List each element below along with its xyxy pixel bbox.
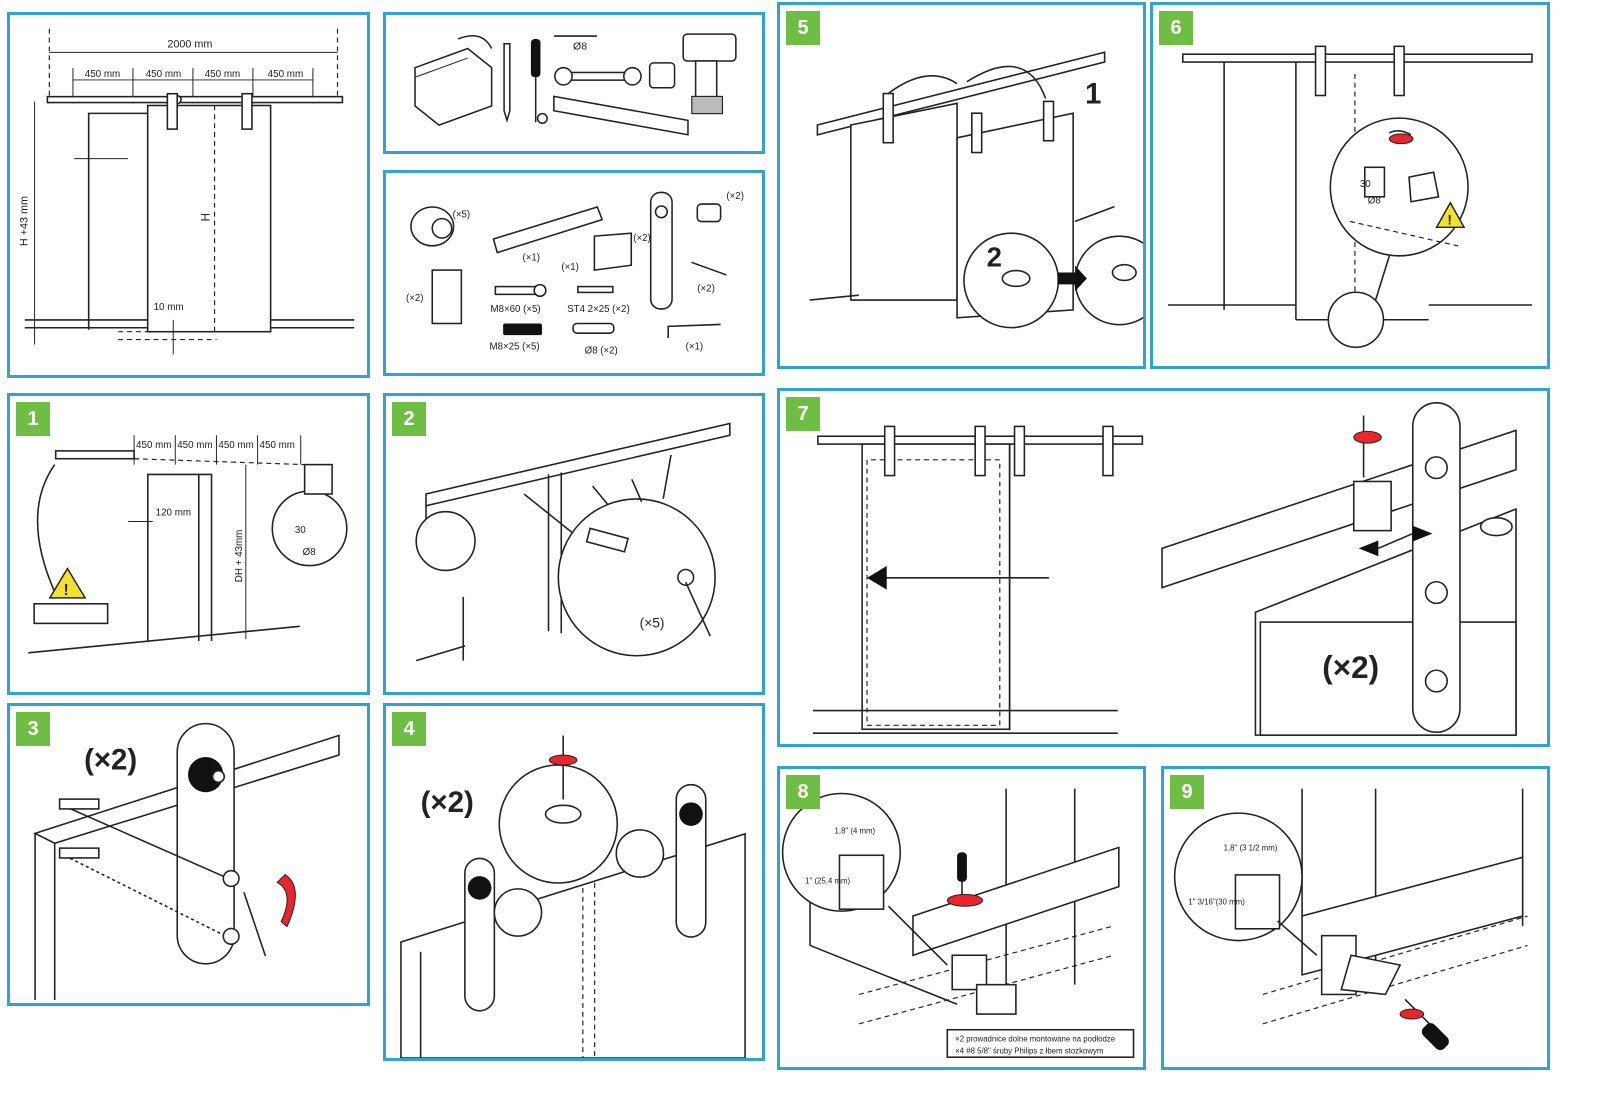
total-width-label: 2000 mm bbox=[167, 38, 212, 50]
anchor-bolt-part bbox=[691, 261, 727, 276]
step-9-badge: 9 bbox=[1170, 775, 1204, 809]
step-3-qty: (×2) bbox=[84, 744, 137, 777]
step-1-spacing-1: 450 mm bbox=[136, 440, 171, 451]
step-2-panel: (×5) 2 bbox=[383, 393, 765, 695]
step-2-qty: (×5) bbox=[640, 615, 665, 630]
step-5-diagram: 1 2 bbox=[809, 51, 1143, 329]
part-qty-4: (×2) bbox=[633, 233, 651, 244]
step-8-diagram: 1,8" (4 mm) 1" (25,4 mm) ×2 prowadnice d… bbox=[781, 788, 1135, 1058]
part-name-plug: Ø8 (×2) bbox=[585, 346, 618, 357]
step-6-diagram: ! 30 Ø8 bbox=[1168, 45, 1533, 349]
svg-text:!: ! bbox=[64, 582, 69, 599]
step-3-diagram: (×2) bbox=[33, 722, 340, 1001]
step-1-depth-label: 30 bbox=[295, 525, 306, 536]
step-9-panel: 1,8" (3 1/2 mm) 1" 3/16"(30 mm) 9 bbox=[1161, 766, 1550, 1070]
step-9-bit1: 1,8" (3 1/2 mm) bbox=[1224, 843, 1278, 852]
part-qty-12: (×1) bbox=[686, 342, 704, 353]
step-5-sub-2: 2 bbox=[987, 242, 1002, 273]
step-2-badge: 2 bbox=[392, 402, 426, 436]
step-1-badge: 1 bbox=[16, 402, 50, 436]
step-4-badge: 4 bbox=[392, 712, 426, 746]
part-qty-6: (×2) bbox=[406, 293, 424, 304]
rail-joiner-part bbox=[492, 206, 604, 254]
step-8-bit1: 1,8" (4 mm) bbox=[835, 827, 876, 836]
wrench-icon bbox=[562, 71, 632, 81]
step-1-spacing-3: 450 mm bbox=[218, 440, 253, 451]
spacer-part bbox=[696, 203, 722, 223]
spacing-label-2: 450 mm bbox=[146, 69, 182, 80]
tape-measure-icon bbox=[648, 62, 676, 89]
step-4-qty: (×2) bbox=[421, 786, 474, 819]
step-7-badge: 7 bbox=[786, 397, 820, 431]
part-qty-2: (×1) bbox=[523, 252, 541, 263]
step-6-depth-label: 30 bbox=[1360, 179, 1371, 190]
overview-panel: 2000 mm 450 mm 450 mm 450 mm 450 mm H +4… bbox=[7, 12, 370, 378]
wall-plug-part bbox=[572, 322, 615, 334]
step-1-height-label: DH + 43mm bbox=[234, 530, 245, 583]
step-8-bit2: 1" (25,4 mm) bbox=[805, 877, 850, 886]
step-1-offset-label: 120 mm bbox=[156, 508, 191, 519]
spacing-label-1: 450 mm bbox=[85, 69, 121, 80]
tools-panel: Ø8 bbox=[383, 12, 765, 154]
step-7-qty: (×2) bbox=[1322, 650, 1379, 685]
step-3-panel: (×2) 3 bbox=[7, 703, 370, 1006]
step-1-spacing-4: 450 mm bbox=[260, 440, 295, 451]
part-name-m8x60: M8×60 (×5) bbox=[491, 304, 541, 315]
part-qty-3: (×1) bbox=[561, 262, 579, 273]
bolt-m8x60-part bbox=[494, 285, 537, 296]
tools-diagram: Ø8 bbox=[414, 33, 737, 136]
step-2-diagram: (×5) bbox=[415, 422, 731, 662]
bolt-m8x25-part bbox=[503, 323, 542, 336]
part-qty-5: (×2) bbox=[726, 191, 744, 202]
drill-icon bbox=[682, 33, 737, 62]
floor-gap-label: 10 mm bbox=[154, 302, 184, 313]
drill-bit-label: Ø8 bbox=[573, 40, 587, 52]
part-name-st4: ST4 2×25 (×2) bbox=[567, 304, 629, 315]
step-8-note-1: ×2 prowadnice dolne montowane na podłodz… bbox=[955, 1035, 1115, 1044]
floor-guide-part bbox=[593, 232, 633, 271]
step-1-diagram: 450 mm 450 mm 450 mm 450 mm 120 mm DH + … bbox=[28, 435, 348, 654]
height-label: H +43 mm bbox=[19, 196, 31, 246]
step-8-badge: 8 bbox=[786, 775, 820, 809]
step-1-bit-label: Ø8 bbox=[303, 547, 317, 558]
part-qty-1: (×5) bbox=[453, 210, 471, 221]
screw-st4-part bbox=[577, 285, 614, 294]
step-9-bit2: 1" 3/16"(30 mm) bbox=[1188, 897, 1245, 906]
step-6-panel: ! 30 Ø8 6 bbox=[1150, 2, 1550, 369]
step-7-panel: (×2) 7 bbox=[777, 388, 1550, 747]
bracket-part bbox=[431, 269, 463, 325]
parts-diagram: (×5) (×1) (×1) (×2) (×2) (×2) (×2) M8×60… bbox=[406, 191, 744, 357]
step-4-panel: (×2) 4 bbox=[383, 703, 765, 1061]
svg-text:!: ! bbox=[1447, 212, 1452, 227]
step-8-note-2: ×4 #8 5/8" śruby Philips z łbem stożkowy… bbox=[955, 1046, 1103, 1055]
spacing-label-4: 450 mm bbox=[268, 69, 304, 80]
parts-panel: (×5) (×1) (×1) (×2) (×2) (×2) (×2) M8×60… bbox=[383, 170, 765, 376]
pencil-icon bbox=[503, 42, 511, 124]
hex-key-part bbox=[667, 323, 721, 339]
step-9-diagram: 1,8" (3 1/2 mm) 1" 3/16"(30 mm) bbox=[1173, 788, 1528, 1051]
door-height-label: H bbox=[199, 213, 213, 222]
step-7-diagram: (×2) bbox=[812, 402, 1517, 736]
hanger-part bbox=[649, 191, 673, 310]
step-1-spacing-2: 450 mm bbox=[177, 440, 212, 451]
screwdriver-icon bbox=[530, 38, 541, 78]
step-6-bit-label: Ø8 bbox=[1368, 196, 1382, 207]
step-6-badge: 6 bbox=[1159, 11, 1193, 45]
step-5-panel: 1 2 5 bbox=[777, 2, 1146, 369]
toolbox-icon bbox=[414, 47, 493, 127]
part-name-m8x25: M8×25 (×5) bbox=[490, 342, 540, 353]
spacing-label-3: 450 mm bbox=[205, 69, 241, 80]
overview-diagram: 2000 mm 450 mm 450 mm 450 mm 450 mm H +4… bbox=[19, 28, 355, 355]
step-5-badge: 5 bbox=[786, 11, 820, 45]
part-qty-7: (×2) bbox=[697, 283, 715, 294]
step-5-sub-1: 1 bbox=[1085, 77, 1101, 110]
step-3-badge: 3 bbox=[16, 712, 50, 746]
step-4-diagram: (×2) bbox=[400, 735, 746, 1058]
level-icon bbox=[553, 95, 689, 136]
step-8-panel: 1,8" (4 mm) 1" (25,4 mm) ×2 prowadnice d… bbox=[777, 766, 1146, 1070]
step-1-panel: 450 mm 450 mm 450 mm 450 mm 120 mm DH + … bbox=[7, 393, 370, 695]
